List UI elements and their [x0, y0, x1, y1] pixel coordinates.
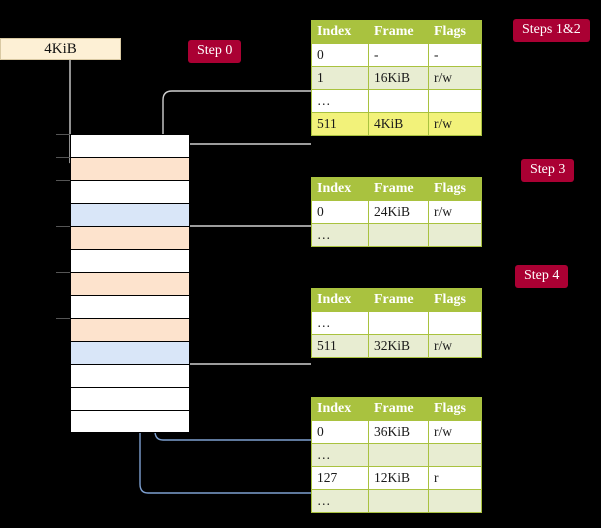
column-header-index: Index: [311, 288, 369, 312]
table-row: …: [311, 489, 482, 513]
table-cell: 24KiB: [368, 200, 429, 224]
table-cell: …: [311, 443, 369, 467]
table-cell: r/w: [428, 200, 482, 224]
column-header-index: Index: [311, 397, 369, 421]
column-header-flags: Flags: [428, 177, 482, 201]
table-row: …: [311, 223, 482, 247]
memory-frame-column: [70, 134, 190, 433]
memory-frame-cell: [70, 387, 190, 410]
source-frame-label: 4KiB: [44, 40, 77, 57]
table-cell: r/w: [428, 66, 482, 90]
column-header-frame: Frame: [368, 20, 429, 44]
memory-tick: [56, 180, 70, 181]
memory-frame-cell: [70, 272, 190, 295]
table-cell: r/w: [428, 334, 482, 358]
table-cell: [428, 489, 482, 513]
table-cell: 12KiB: [368, 466, 429, 490]
column-header-flags: Flags: [428, 397, 482, 421]
memory-frame-cell: [70, 410, 190, 433]
memory-tick: [56, 272, 70, 273]
column-header-flags: Flags: [428, 288, 482, 312]
table-cell: 1: [311, 66, 369, 90]
table-cell: 0: [311, 420, 369, 444]
table-cell: [428, 311, 482, 335]
table-cell: [368, 489, 429, 513]
column-header-frame: Frame: [368, 288, 429, 312]
step-chip-step12: Steps 1&2: [513, 19, 590, 42]
column-header-flags: Flags: [428, 20, 482, 44]
step-chip-step3: Step 3: [521, 159, 575, 182]
table-cell: …: [311, 223, 369, 247]
table-cell: …: [311, 89, 369, 113]
table-row: …: [311, 311, 482, 335]
table-cell: 36KiB: [368, 420, 429, 444]
table-cell: …: [311, 311, 369, 335]
table-cell: [428, 223, 482, 247]
table-cell: 0: [311, 43, 369, 67]
table-cell: 4KiB: [368, 112, 429, 136]
memory-tick: [56, 226, 70, 227]
table-row: …: [311, 89, 482, 113]
table-cell: …: [311, 489, 369, 513]
memory-frame-cell: [70, 203, 190, 226]
table-row: 0--: [311, 43, 482, 67]
wire-pd-32kib-to-memory: [173, 308, 311, 365]
table-cell: [368, 443, 429, 467]
memory-frame-cell: [70, 249, 190, 272]
source-frame-box: 4KiB: [0, 38, 121, 60]
table-cell: -: [368, 43, 429, 67]
table-cell: [428, 89, 482, 113]
step-chip-step0: Step 0: [188, 40, 242, 63]
table-cell: [368, 311, 429, 335]
table-row: …: [311, 443, 482, 467]
memory-frame-cell: [70, 364, 190, 387]
table-cell: [428, 443, 482, 467]
column-header-frame: Frame: [368, 177, 429, 201]
table-cell: 0: [311, 200, 369, 224]
column-header-frame: Frame: [368, 397, 429, 421]
memory-frame-cell: [70, 341, 190, 364]
memory-frame-cell: [70, 134, 190, 157]
table-cell: [368, 223, 429, 247]
memory-frame-cell: [70, 226, 190, 249]
table-cell: 16KiB: [368, 66, 429, 90]
table-cell: 32KiB: [368, 334, 429, 358]
memory-frame-cell: [70, 295, 190, 318]
table-cell: -: [428, 43, 482, 67]
memory-frame-cell: [70, 180, 190, 203]
table-cell: r/w: [428, 112, 482, 136]
column-header-index: Index: [311, 20, 369, 44]
step-chip-step4: Step 4: [515, 265, 569, 288]
table-cell: 127: [311, 466, 369, 490]
memory-tick: [56, 318, 70, 319]
table-cell: r: [428, 466, 482, 490]
table-cell: [368, 89, 429, 113]
table-cell: 511: [311, 112, 369, 136]
table-cell: 511: [311, 334, 369, 358]
memory-frame-cell: [70, 157, 190, 180]
wire-src-to-memory: [59, 49, 77, 167]
column-header-index: Index: [311, 177, 369, 201]
memory-tick: [56, 157, 70, 158]
memory-tick: [56, 134, 70, 135]
table-cell: r/w: [428, 420, 482, 444]
memory-frame-cell: [70, 318, 190, 341]
